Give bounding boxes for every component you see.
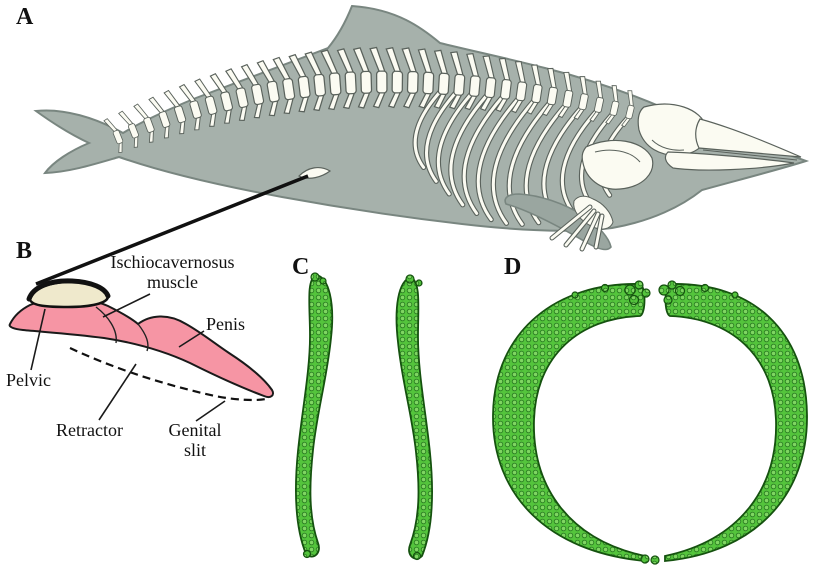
dolphin-flipper [504, 193, 612, 251]
leader-genital-slit [195, 400, 226, 422]
scan-arc-left-bone [492, 283, 646, 562]
leader-ischiocavernosus [102, 293, 151, 318]
mandible [664, 151, 795, 171]
label-penis: Penis [206, 314, 246, 334]
leader-retractor [98, 363, 137, 421]
label-pelvic: Pelvic [6, 370, 51, 390]
panel-label-b: B [16, 238, 33, 264]
dolphin-illustration [33, 4, 810, 252]
scan-bones-articulated [492, 280, 808, 565]
bone-knobs [571, 280, 739, 565]
bone-knobs [302, 272, 423, 561]
pelvic-callout-line [35, 174, 309, 286]
panel-label-a: A [16, 4, 34, 30]
scan-arc-right-bone [664, 283, 808, 562]
scan-right-bone [395, 276, 434, 560]
scapula [581, 139, 654, 190]
label-ischiocavernosus-muscle: Ischiocavernosus muscle [110, 252, 235, 293]
genital-slit-line [69, 347, 267, 402]
panel-label-c: C [292, 254, 310, 280]
label-retractor: Retractor [56, 420, 123, 440]
label-genital-slit: Genital slit [168, 420, 222, 461]
panel-label-d: D [504, 254, 522, 280]
leader-pelvic [30, 308, 46, 371]
pelvic-bone-top-outline [26, 278, 111, 302]
skull [637, 103, 802, 171]
pelvic-anatomy-diagram [8, 278, 274, 422]
scan-bones-lateral [294, 272, 434, 561]
muscle-contour-line [137, 323, 149, 352]
scan-left-bone [294, 274, 334, 558]
flipper-bones [549, 195, 614, 252]
leader-penis [178, 330, 205, 348]
muscle-contour-line [95, 306, 117, 344]
rostrum [695, 118, 802, 158]
